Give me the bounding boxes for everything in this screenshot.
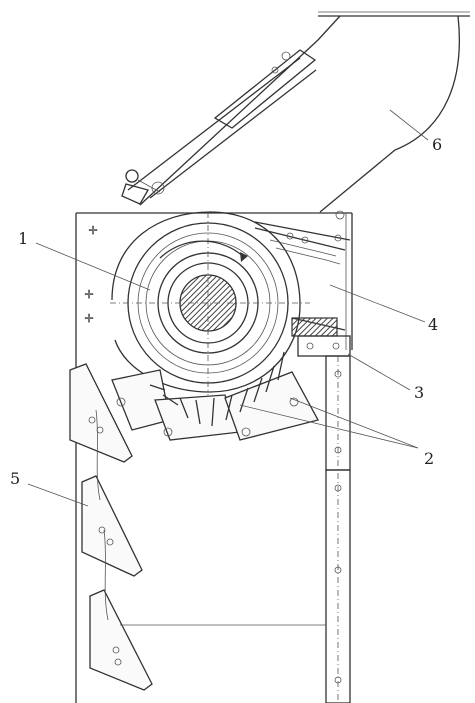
label-2: 2 bbox=[424, 449, 434, 468]
leader-lines bbox=[27, 109, 429, 507]
label-4: 4 bbox=[428, 315, 438, 334]
svg-text:+: + bbox=[88, 223, 98, 237]
grate-bars bbox=[111, 351, 319, 441]
housing-frame: + + + bbox=[75, 212, 353, 703]
feed-hopper bbox=[127, 11, 470, 213]
crushing-liner bbox=[254, 210, 351, 331]
vertical-support bbox=[325, 355, 351, 703]
svg-text:+: + bbox=[84, 311, 94, 325]
adjusting-block bbox=[291, 317, 351, 357]
baffle-plates bbox=[69, 363, 326, 691]
rotor bbox=[110, 211, 310, 395]
adjusting-handle bbox=[121, 169, 165, 205]
label-3: 3 bbox=[414, 383, 424, 402]
label-6: 6 bbox=[432, 135, 442, 154]
label-5: 5 bbox=[10, 469, 20, 488]
label-1: 1 bbox=[18, 229, 28, 248]
svg-text:+: + bbox=[84, 287, 94, 301]
